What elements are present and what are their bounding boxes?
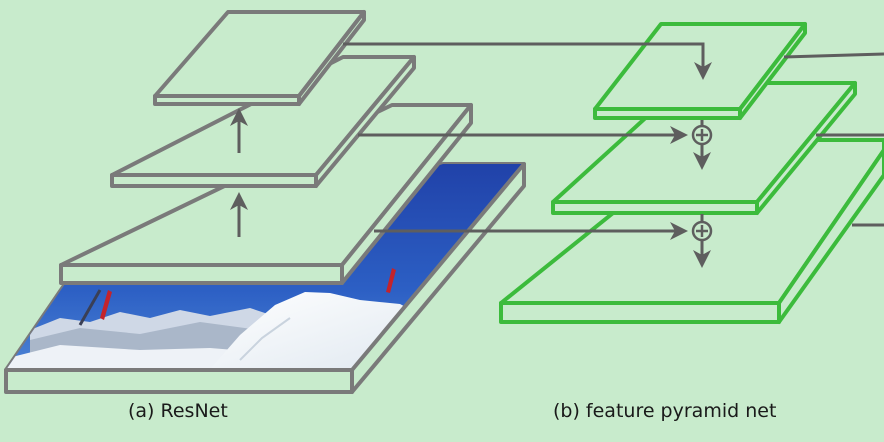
output-line-top xyxy=(783,52,884,59)
fpn-layer-3 xyxy=(499,138,884,324)
fpn-caption: (b) feature pyramid net xyxy=(553,400,777,422)
circle-plus-icon xyxy=(691,124,713,146)
arrow-down-icon xyxy=(693,120,711,170)
input-image-front-face xyxy=(4,368,354,394)
input-image-side-face xyxy=(350,162,526,394)
arrow-up-icon xyxy=(230,192,248,237)
arrow-up-icon xyxy=(230,108,248,153)
resnet-caption: (a) ResNet xyxy=(128,400,228,422)
resnet-layer-2 xyxy=(110,55,416,188)
circle-plus-icon xyxy=(691,220,713,242)
resnet-layer-3 xyxy=(153,10,366,106)
lateral-connection-bottom xyxy=(374,222,688,240)
arrow-down-icon xyxy=(693,214,711,268)
lateral-connection-middle xyxy=(358,126,688,144)
lateral-connection-top xyxy=(343,42,712,80)
